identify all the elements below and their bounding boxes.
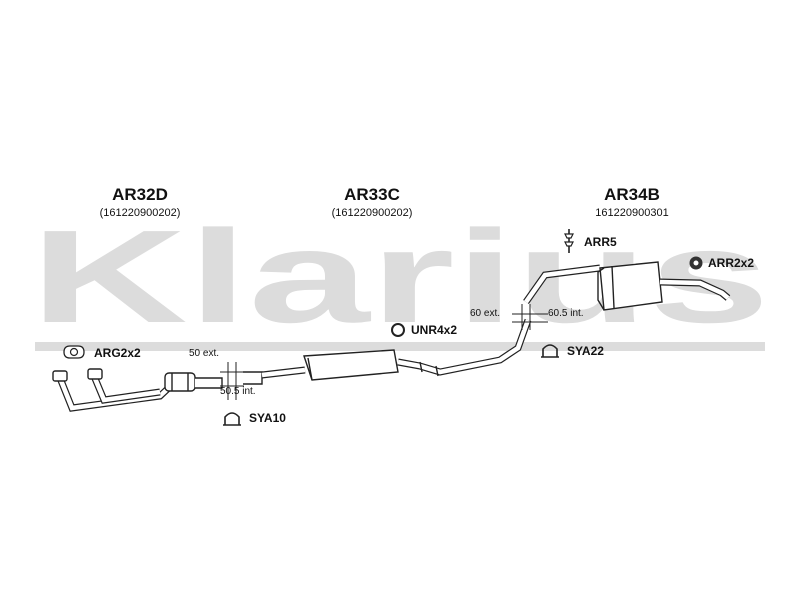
section-code-ar33c: AR33C <box>344 185 400 204</box>
hanger-bracket-icon <box>564 229 574 253</box>
dimension-right-ext: 60 ext. <box>470 308 501 319</box>
front-pipe-ar32d <box>52 368 223 412</box>
rubber-mount-icon <box>689 256 703 270</box>
middle-silencer-ar33c <box>243 318 532 385</box>
right-joint-marks <box>512 304 548 330</box>
component-label-unr: UNR4x2 <box>411 323 458 337</box>
watermark-underline <box>35 342 765 351</box>
component-label-arr5: ARR5 <box>584 235 617 249</box>
left-joint-marks <box>220 362 244 400</box>
component-label-arr2: ARR2x2 <box>708 256 755 270</box>
dimension-left-ext: 50 ext. <box>189 348 220 359</box>
component-label-sya22: SYA22 <box>567 344 604 358</box>
rubber-ring-icon <box>391 323 405 337</box>
part-number-ar32d: (161220900202) <box>99 207 181 219</box>
gasket-icon <box>63 345 85 359</box>
section-code-ar34b: AR34B <box>604 185 660 204</box>
clamp-icon <box>223 412 241 426</box>
dimension-left-int: 50.5 int. <box>220 386 256 397</box>
part-number-ar33c: (161220900202) <box>331 207 413 219</box>
dimension-right-int: 60.5 int. <box>548 308 584 319</box>
part-number-ar34b: 161220900301 <box>595 207 669 219</box>
clamp-icon <box>541 344 559 358</box>
rear-silencer-ar34b <box>523 261 731 311</box>
component-label-sya10: SYA10 <box>249 411 286 425</box>
section-code-ar32d: AR32D <box>112 185 168 204</box>
component-label-arg: ARG2x2 <box>94 346 141 360</box>
